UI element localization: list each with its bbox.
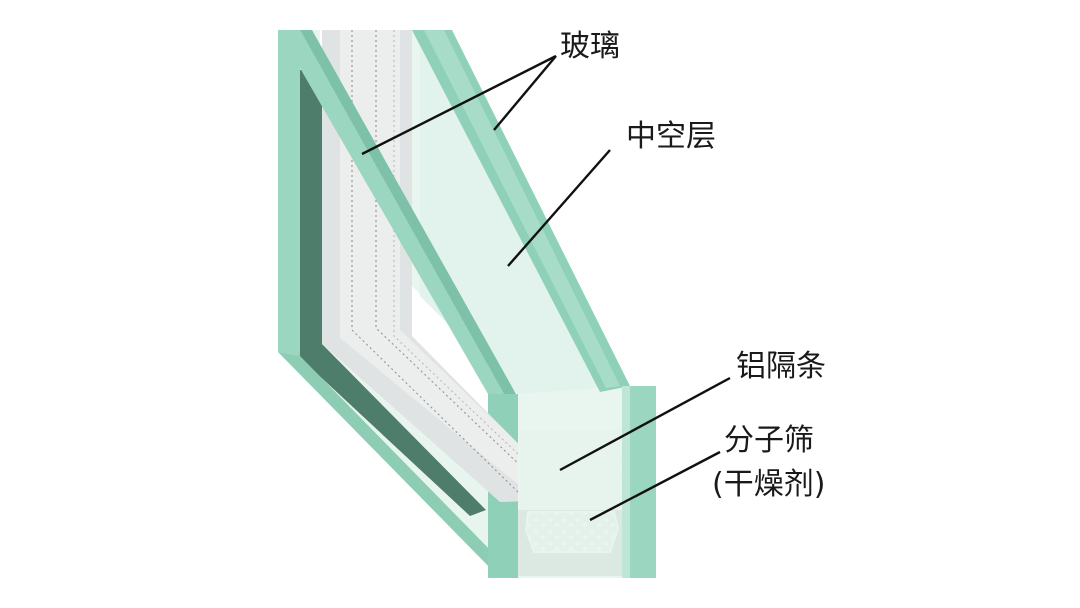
- leader-lines: [361, 54, 731, 522]
- label-glass: 玻璃: [560, 29, 620, 64]
- leader-glass-left: [361, 54, 557, 156]
- leader-sieve: [589, 450, 721, 522]
- back-pane-edge: [278, 30, 300, 356]
- front-glass-pane: [412, 30, 630, 578]
- leader-glass-right: [493, 55, 557, 131]
- label-aluminum-spacer: 铝隔条: [736, 349, 826, 384]
- label-molecular-sieve: 分子筛: [724, 423, 814, 458]
- back-pane-shadow-frame: [298, 70, 486, 516]
- back-pane-diagonal-edge: [278, 30, 504, 394]
- leader-spacer: [559, 376, 731, 472]
- label-air-cavity: 中空层: [626, 119, 716, 154]
- back-pane-bottom-edge: [278, 352, 500, 578]
- seam-line-3: [393, 30, 561, 495]
- label-desiccant: (干燥剂): [712, 467, 826, 502]
- spacer-inner: [340, 30, 556, 486]
- leader-cavity: [507, 149, 611, 267]
